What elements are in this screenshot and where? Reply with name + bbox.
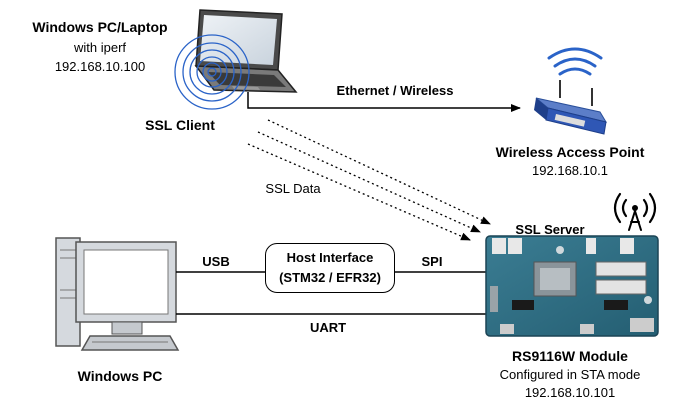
access-point-title: Wireless Access Point: [495, 144, 645, 160]
ssl-server-label: SSL Server: [515, 222, 585, 237]
host-interface-line1: Host Interface: [286, 250, 374, 265]
laptop-subtitle: with iperf: [73, 40, 127, 55]
antenna-signal-icon: [613, 192, 657, 231]
laptop-title: Windows PC/Laptop: [32, 19, 168, 35]
router-wifi-signal-icon: [547, 47, 603, 76]
module-title: RS9116W Module: [512, 348, 628, 364]
laptop-ip: 192.168.10.100: [54, 59, 146, 74]
access-point-ip: 192.168.10.1: [532, 163, 608, 178]
desktop-pc-icon: [55, 237, 180, 351]
router-icon: [534, 80, 608, 135]
usb-label: USB: [202, 254, 230, 269]
host-interface-box: [265, 243, 395, 293]
host-interface-line2: (STM32 / EFR32): [279, 270, 381, 285]
spi-label: SPI: [421, 254, 443, 269]
ethernet-link-line: [247, 92, 521, 112]
ethernet-wireless-label: Ethernet / Wireless: [336, 83, 454, 98]
laptop-wireless-signal-icon: [174, 34, 250, 110]
ssl-data-arrow-1: [267, 119, 491, 225]
uart-label: UART: [309, 320, 347, 335]
ssl-client-label: SSL Client: [145, 117, 215, 133]
ssl-data-label: SSL Data: [265, 181, 321, 196]
ssl-data-arrow-2: [257, 131, 481, 233]
ssl-data-arrow-3: [247, 143, 471, 241]
laptop-icon: [194, 9, 298, 93]
ssl-data-arrows: [247, 119, 491, 241]
rs9116w-board-icon: [485, 235, 659, 337]
windows-pc-title: Windows PC: [77, 368, 163, 384]
module-ip: 192.168.10.101: [524, 385, 616, 400]
module-mode: Configured in STA mode: [499, 367, 641, 382]
